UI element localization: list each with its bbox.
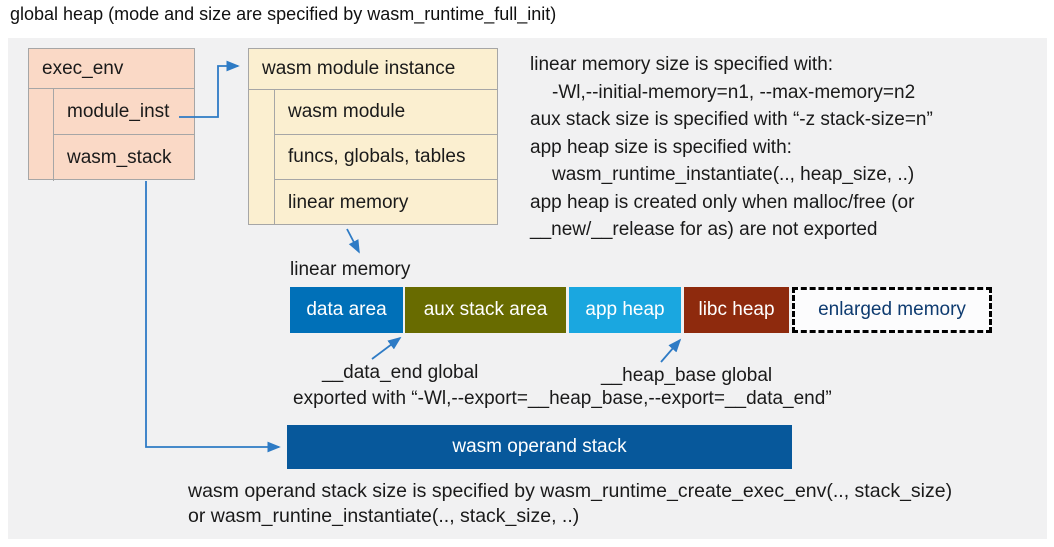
segment-aux-stack-area: aux stack area [405, 287, 566, 333]
exec-env-box: exec_env module_inst wasm_stack [28, 48, 195, 181]
info-line: -Wl,--initial-memory=n1, --max-memory=n2 [552, 81, 916, 103]
module-instance-body: wasm module funcs, globals, tables linea… [249, 90, 497, 225]
exec-env-row-wasm-stack: wasm_stack [67, 147, 172, 168]
exported-with-label: exported with “-Wl,--export=__heap_base,… [293, 388, 832, 409]
operand-stack-size-note: wasm operand stack size is specified by … [188, 479, 952, 529]
module-instance-row-wasm-module: wasm module [275, 90, 497, 135]
data-end-global-label: __data_end global [322, 362, 479, 383]
segment-app-heap: app heap [569, 287, 681, 333]
segment-enlarged-memory: enlarged memory [792, 287, 992, 333]
exec-env-row-module-inst: module_inst [54, 89, 194, 135]
exec-env-body: module_inst wasm_stack [29, 89, 194, 181]
wasm-operand-stack-bar: wasm operand stack [287, 425, 792, 469]
segment-data-area: data area [290, 287, 403, 333]
module-instance-header: wasm module instance [249, 49, 497, 90]
info-line: linear memory size is specified with: [530, 54, 834, 75]
info-line: app heap is created only when malloc/fre… [530, 191, 915, 213]
linear-memory-label: linear memory [290, 259, 411, 280]
info-line: app heap size is specified with: [530, 136, 792, 158]
module-instance-gutter [249, 90, 275, 225]
module-instance-rows: wasm module funcs, globals, tables linea… [275, 90, 497, 225]
module-instance-row-linear-memory: linear memory [288, 191, 409, 213]
info-line: aux stack size is specified with “-z sta… [530, 109, 933, 130]
footer-line: or wasm_runtine_instantiate(.., stack_si… [188, 505, 580, 527]
segment-libc-heap: libc heap [684, 287, 789, 333]
footer-line: wasm operand stack size is specified by … [188, 480, 953, 502]
exec-env-header: exec_env [29, 49, 194, 89]
exec-env-gutter [29, 89, 54, 181]
module-instance-row-funcs-globals-tables: funcs, globals, tables [275, 135, 497, 180]
heap-base-global-label: __heap_base global [601, 365, 773, 386]
module-instance-box: wasm module instance wasm module funcs, … [248, 48, 498, 225]
memory-size-info-block: linear memory size is specified with: -W… [530, 51, 1040, 244]
info-line: __new/__release for as) are not exported [530, 219, 878, 240]
info-line: wasm_runtime_instantiate(.., heap_size, … [552, 164, 915, 185]
exec-env-rows: module_inst wasm_stack [54, 89, 194, 181]
diagram-title: global heap (mode and size are specified… [10, 4, 557, 24]
